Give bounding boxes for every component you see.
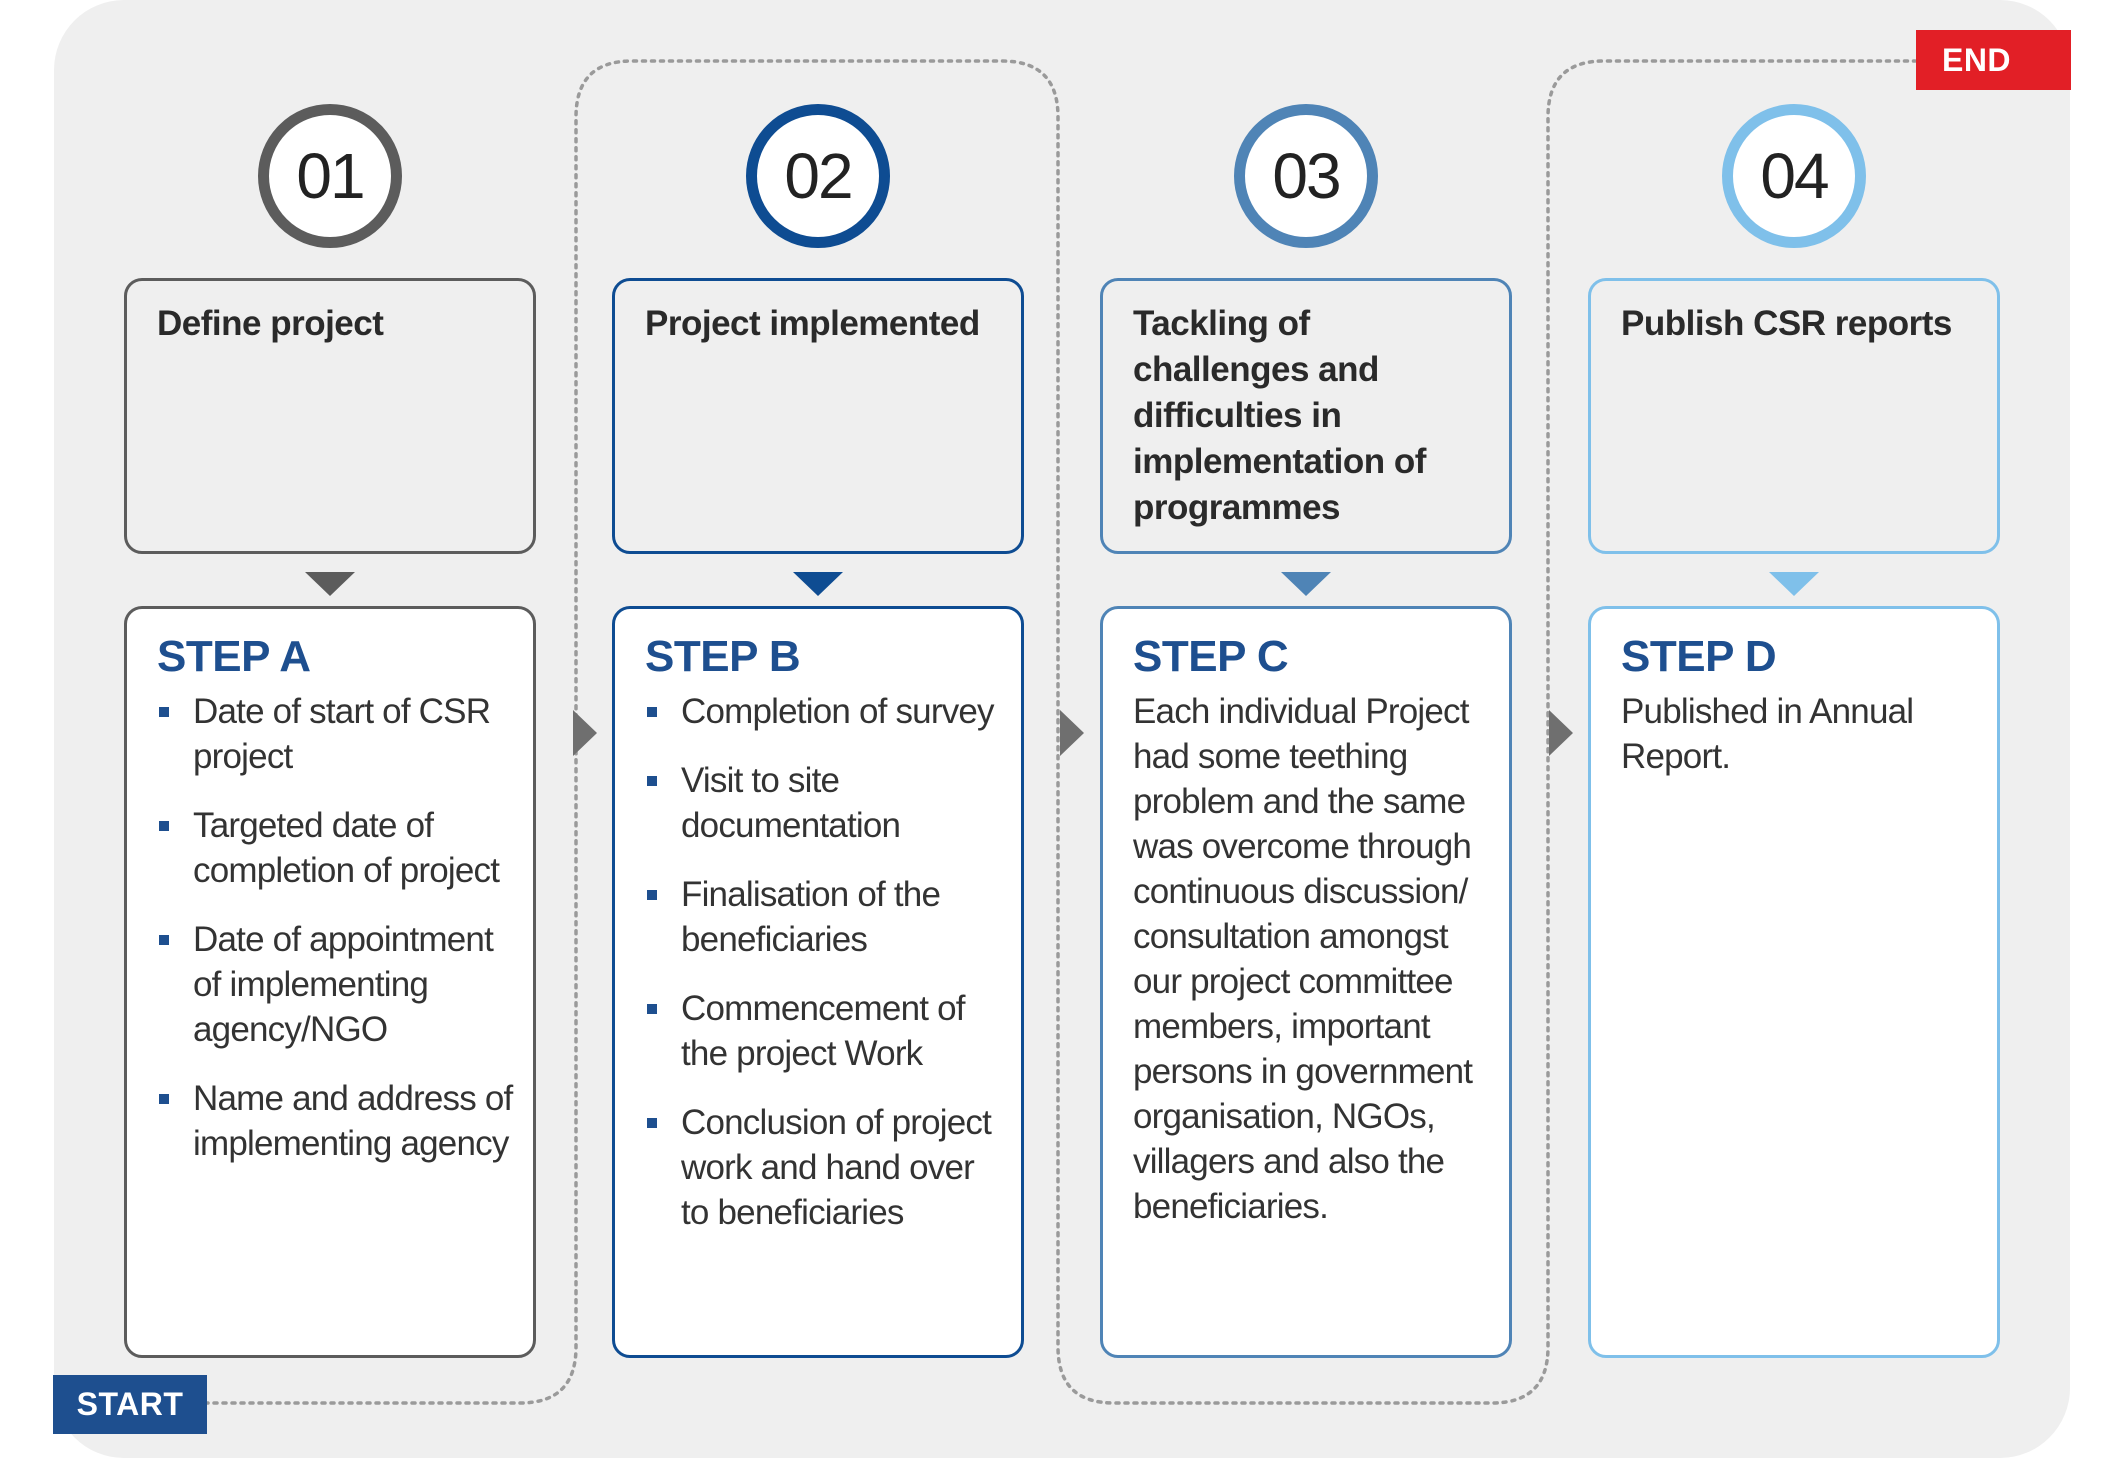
step-title: STEP C — [1133, 632, 1289, 681]
step-item: Finalisation of the beneficiaries — [645, 872, 1001, 962]
circle-inner — [1248, 118, 1364, 234]
step-item-text: Completion of survey — [681, 692, 995, 731]
circle-inner — [272, 118, 388, 234]
step-item: Conclusion of project work and hand over… — [645, 1100, 1001, 1235]
down-arrow-icon — [1769, 572, 1819, 596]
phase-title-box: Tackling of challenges and difficulties … — [1100, 278, 1512, 554]
step-number-circle: 02 — [746, 104, 890, 248]
step-item: Targeted date of completion of project — [157, 803, 513, 893]
phase-title: Publish CSR reports — [1621, 304, 1952, 343]
phase-title-box: Define project — [124, 278, 536, 554]
start-badge: START — [53, 1375, 207, 1434]
step-description: Published in Annual Report. — [1621, 692, 1914, 776]
bullet-icon — [159, 1094, 169, 1104]
step-description: Each individual Project had some teethin… — [1133, 692, 1473, 1226]
phase-title-box: Publish CSR reports — [1588, 278, 2000, 554]
step-number: 04 — [1760, 140, 1829, 212]
step-title: STEP A — [157, 632, 311, 681]
phase-title: Define project — [157, 304, 384, 343]
step-number-circle: 01 — [258, 104, 402, 248]
bullet-icon — [159, 707, 169, 717]
circle-inner — [1736, 118, 1852, 234]
step-item-text: Visit to site documentation — [681, 761, 901, 845]
bullet-icon — [159, 935, 169, 945]
step-number: 01 — [296, 140, 365, 212]
step-item-text: Date of appointment of implementing agen… — [193, 920, 494, 1049]
step-item-text: Finalisation of the beneficiaries — [681, 875, 941, 959]
step-detail-box: STEP C Each individual Project had some t… — [1100, 606, 1512, 1358]
step-item-text: Targeted date of completion of project — [193, 806, 500, 890]
step-title: STEP B — [645, 632, 801, 681]
side-arrow-2 — [1060, 710, 1084, 756]
step-item: Commencement of the project Work — [645, 986, 1001, 1076]
end-badge-label: END — [1941, 41, 2012, 78]
step-title: STEP D — [1621, 632, 1777, 681]
bullet-icon — [647, 890, 657, 900]
step-item: Date of start of CSR project — [157, 689, 513, 779]
phase-title-box: Project implemented — [612, 278, 1024, 554]
step-number: 03 — [1272, 140, 1341, 212]
down-arrow-icon — [1281, 572, 1331, 596]
step-item: Visit to site documentation — [645, 758, 1001, 848]
side-arrow-3 — [1549, 710, 1573, 756]
step-number-circle: 03 — [1234, 104, 1378, 248]
step-item: Completion of survey — [645, 689, 1001, 734]
step-item-text: Commencement of the project Work — [681, 989, 965, 1073]
side-arrow-1 — [573, 710, 597, 756]
step-item-text: Conclusion of project work and hand over… — [681, 1103, 992, 1232]
bullet-icon — [647, 776, 657, 786]
end-badge: END — [1916, 30, 2071, 90]
dotted-flow-path — [203, 59, 1917, 1405]
circle-inner — [760, 118, 876, 234]
step-item-text: Date of start of CSR project — [193, 692, 491, 776]
down-arrow-icon — [793, 572, 843, 596]
step-number-circle: 04 — [1722, 104, 1866, 248]
step-detail-box: STEP D Published in Annual Report. — [1588, 606, 2000, 1358]
bullet-icon — [647, 1004, 657, 1014]
start-badge-label: START — [76, 1386, 184, 1422]
phase-title: Project implemented — [645, 304, 980, 343]
bullet-icon — [647, 707, 657, 717]
step-item: Name and address of implementing agency — [157, 1076, 513, 1166]
step-number: 02 — [784, 140, 853, 212]
step-item-text: Name and address of implementing agency — [193, 1079, 513, 1163]
bullet-icon — [159, 821, 169, 831]
step-item: Date of appointment of implementing agen… — [157, 917, 513, 1052]
phase-title: Tackling of challenges and difficulties … — [1133, 304, 1426, 527]
down-arrow-icon — [305, 572, 355, 596]
bullet-icon — [647, 1118, 657, 1128]
